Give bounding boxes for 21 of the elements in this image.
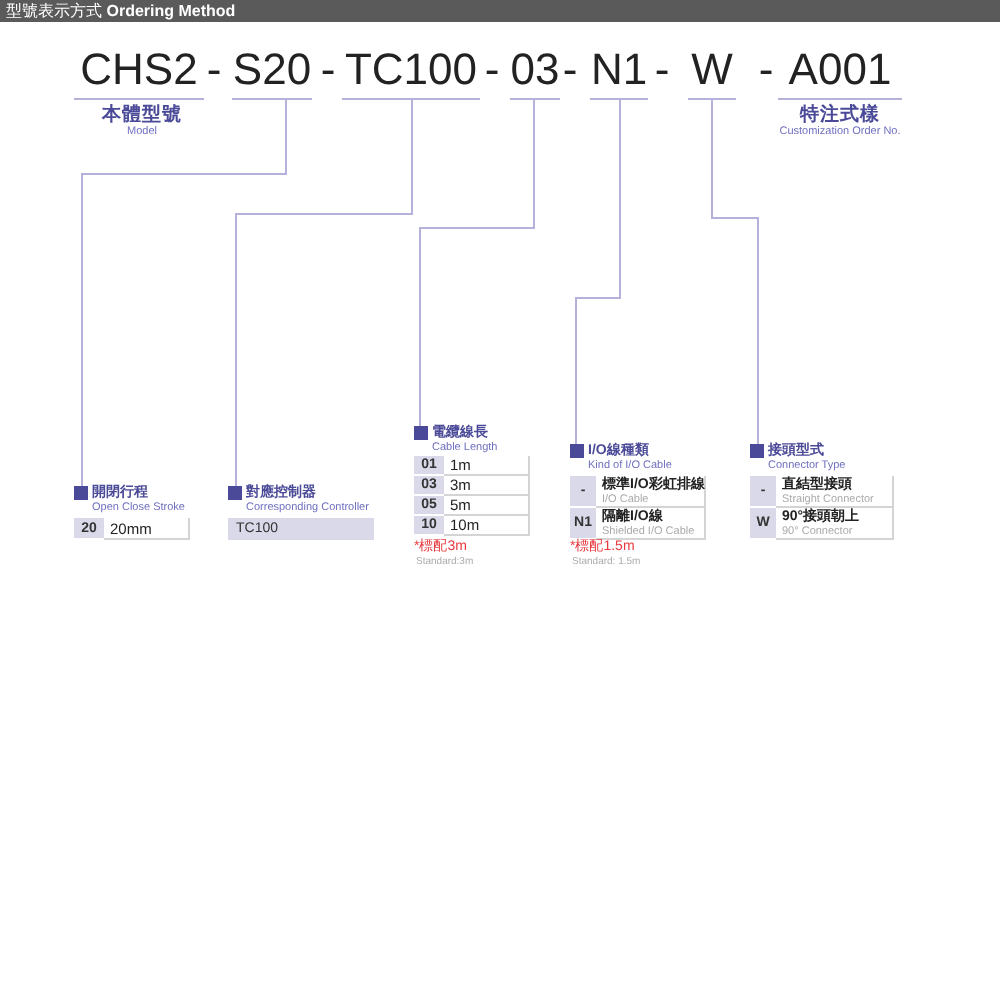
dash-separator: - <box>206 42 222 98</box>
dash-separator: - <box>758 42 774 98</box>
code-segment: A001 <box>778 42 902 100</box>
dash-separator: - <box>654 42 670 98</box>
dash-separator: - <box>484 42 500 98</box>
code-segment: 03 <box>510 42 560 100</box>
segment-label: 本體型號 <box>102 106 182 126</box>
code-segment: TC100 <box>342 42 480 100</box>
code-segment: S20 <box>232 42 312 100</box>
leader-line <box>81 99 287 487</box>
code-segment: CHS2 <box>74 42 204 100</box>
code-segment: W <box>688 42 736 100</box>
dash-separator: - <box>562 42 578 98</box>
leader-line <box>235 99 413 487</box>
leader-line <box>575 99 621 445</box>
dash-separator: - <box>320 42 336 98</box>
leader-line <box>419 99 535 427</box>
code-segment: N1 <box>590 42 648 100</box>
title-bar: 型號表示方式 Ordering Method <box>0 0 1000 22</box>
segment-label: 特注式樣 <box>800 106 880 126</box>
leader-line <box>711 99 759 445</box>
